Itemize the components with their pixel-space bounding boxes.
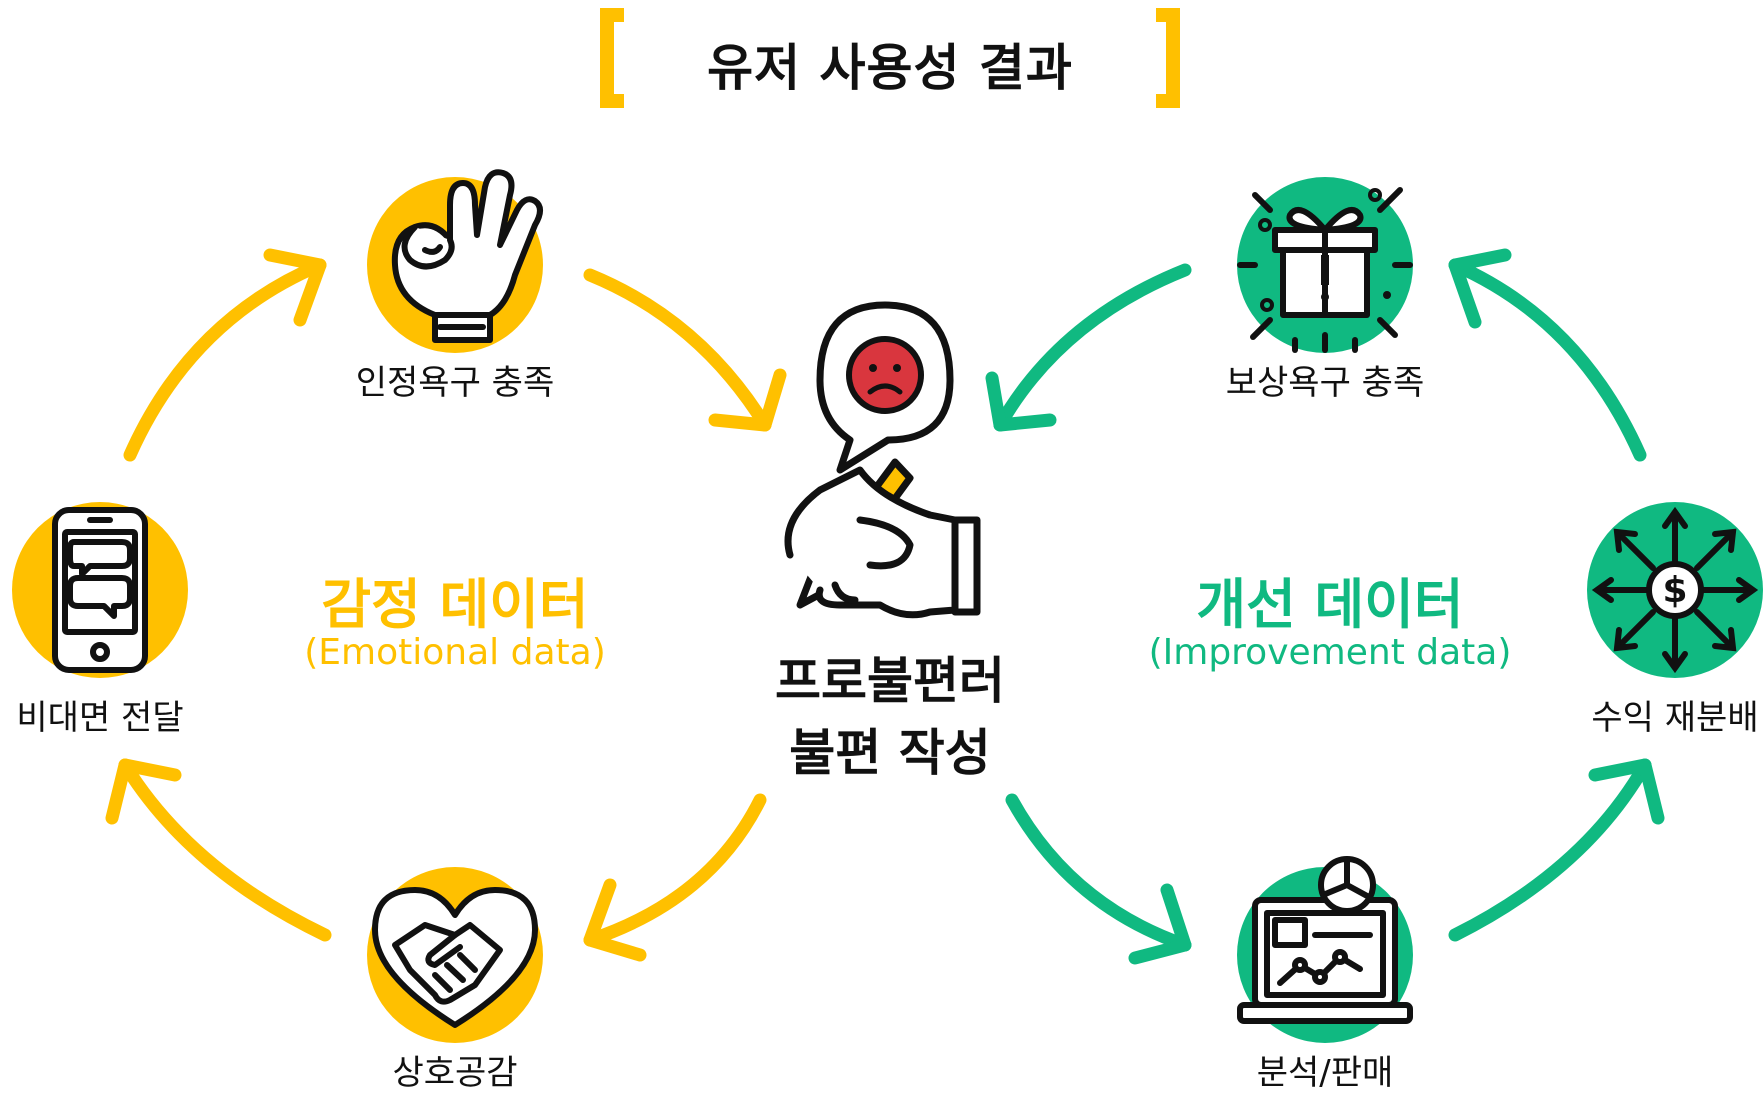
emotional-data-subtitle: (Emotional data) xyxy=(304,632,606,673)
dollar-distribution-icon: $ xyxy=(1587,502,1763,678)
heart-handshake-icon xyxy=(367,867,543,1043)
arrow-empathy-to-remote-head xyxy=(105,758,182,825)
right-bracket xyxy=(1156,8,1180,108)
arrow-recognition-to-center xyxy=(583,268,772,432)
node-label-reward: 보상욕구 충족 xyxy=(1225,363,1425,403)
arrow-remote-to-recognition xyxy=(123,258,327,462)
arrow-recognition-to-center-head xyxy=(708,368,787,432)
ok-hand-icon xyxy=(367,169,543,353)
arrow-empathy-to-remote xyxy=(118,758,332,942)
left-bracket xyxy=(600,8,624,108)
arrow-analysis-to-revenue-head xyxy=(1588,758,1665,825)
improvement-arrows xyxy=(985,248,1665,965)
emotional-data-title: 감정 데이터 xyxy=(321,573,589,636)
improvement-data-subtitle: (Improvement data) xyxy=(1148,632,1512,673)
laptop-analytics-icon xyxy=(1237,856,1413,1043)
arrow-reward-to-center-head xyxy=(985,371,1057,432)
node-label-remote: 비대면 전달 xyxy=(16,698,184,738)
arrow-center-to-empathy-head xyxy=(583,878,647,962)
arrow-center-to-analysis-head xyxy=(1128,883,1192,965)
gift-box-icon xyxy=(1237,177,1413,353)
arrow-revenue-to-reward-head xyxy=(1448,248,1512,329)
improvement-data-title: 개선 데이터 xyxy=(1196,573,1464,636)
center-label-line1: 프로불편러 xyxy=(775,652,1005,710)
node-label-recognition: 인정욕구 충족 xyxy=(355,363,555,403)
title-block: 유저 사용성 결과 xyxy=(600,0,1180,120)
emotional-arrows xyxy=(105,248,787,962)
svg-text:$: $ xyxy=(1662,570,1687,611)
node-label-revenue: 수익 재분배 xyxy=(1591,698,1759,738)
center-label: 프로불편러 불편 작성 xyxy=(740,645,1040,789)
arrow-remote-to-recognition-head xyxy=(263,248,327,327)
arrow-revenue-to-reward xyxy=(1448,258,1647,462)
smartphone-chat-icon xyxy=(12,502,188,678)
arrow-center-to-empathy xyxy=(583,793,767,947)
node-label-analysis: 분석/판매 xyxy=(1256,1053,1394,1093)
arrow-reward-to-center xyxy=(993,263,1192,432)
center-label-line2: 불편 작성 xyxy=(789,724,991,782)
arrow-analysis-to-revenue xyxy=(1448,758,1652,942)
arrow-center-to-analysis xyxy=(1005,793,1192,952)
page-title: 유저 사용성 결과 xyxy=(707,39,1073,97)
hand-writing-sad-feedback-icon xyxy=(784,301,981,619)
node-label-empathy: 상호공감 xyxy=(392,1053,518,1093)
